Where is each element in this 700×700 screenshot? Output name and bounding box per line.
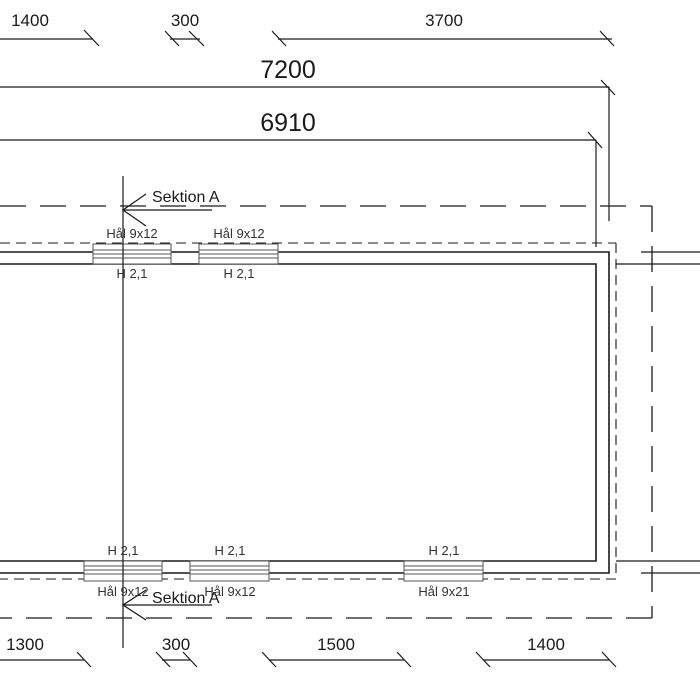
top-dimension-chain [0, 29, 615, 47]
dim-bottom-4: 1400 [527, 635, 565, 654]
bottom-dimension-chain [0, 651, 617, 668]
opening-bottom-3-hole: Hål 9x21 [418, 584, 469, 599]
overall-inner-dimension [0, 131, 603, 247]
dim-overall-inner: 6910 [260, 109, 316, 137]
opening-top-1-height: H 2,1 [116, 266, 147, 281]
adjacent-building-edge [616, 251, 700, 574]
dim-top-2: 300 [171, 11, 199, 30]
section-cut-line [121, 176, 212, 648]
dim-bottom-2: 300 [162, 635, 190, 654]
dashed-perimeter [0, 205, 653, 619]
dashed-inner-outline [0, 242, 617, 580]
section-label-bottom: Sektion A [152, 590, 220, 607]
dim-top-3: 3700 [425, 11, 463, 30]
opening-bottom-1-hole: Hål 9x12 [97, 584, 148, 599]
opening-top-1-hole: Hål 9x12 [106, 226, 157, 241]
window-bottom-3 [403, 560, 484, 582]
opening-bottom-2-height: H 2,1 [214, 543, 245, 558]
opening-bottom-1-height: H 2,1 [107, 543, 138, 558]
window-top-1 [92, 243, 172, 265]
dim-bottom-3: 1500 [317, 635, 355, 654]
overall-outer-dimension [0, 79, 616, 221]
opening-top-2-height: H 2,1 [223, 266, 254, 281]
window-bottom-2 [189, 560, 270, 582]
building-walls [0, 251, 610, 574]
dim-bottom-1: 1300 [6, 635, 44, 654]
dim-overall-outer: 7200 [260, 56, 316, 84]
opening-bottom-3-height: H 2,1 [428, 543, 459, 558]
dim-top-1: 1400 [11, 11, 49, 30]
opening-bottom-2-hole: Hål 9x12 [204, 584, 255, 599]
section-label-top: Sektion A [152, 189, 220, 206]
window-top-2 [198, 243, 279, 265]
opening-top-2-hole: Hål 9x12 [213, 226, 264, 241]
